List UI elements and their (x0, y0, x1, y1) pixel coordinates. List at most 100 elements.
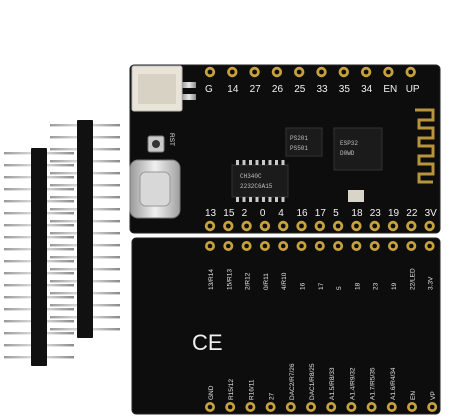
chip-pin (249, 160, 252, 165)
pin-label: G (205, 84, 213, 95)
back-pin-label: 19 (391, 282, 398, 290)
pin-hole (268, 404, 273, 410)
ch340-pins (236, 160, 285, 202)
ce-mark: CE (192, 330, 223, 355)
pin-label: 4 (278, 208, 284, 219)
reg-line1: PS201 (290, 135, 308, 142)
pin-hole (341, 69, 347, 75)
chip-pin (268, 197, 272, 202)
pin-hole (408, 223, 414, 229)
pin-header-left (4, 148, 74, 366)
pin-hole (369, 404, 374, 410)
back-pin-label: 18 (354, 282, 361, 290)
pin-hole (229, 69, 235, 75)
back-pin-label: 17 (318, 282, 325, 290)
rst-label: RST (168, 133, 175, 146)
pin-hole (408, 69, 414, 75)
back-pin-label: 22/LED (409, 268, 416, 290)
pin-hole (328, 404, 334, 410)
chip-pin (249, 197, 252, 202)
antenna-trace (415, 108, 435, 184)
back-pin-label: DAC2/R7/26 (289, 363, 296, 400)
back-pin-label: 0/R11 (263, 273, 270, 290)
pin-hole (354, 243, 359, 249)
chip-pin (275, 197, 278, 202)
pin-hole (225, 223, 231, 229)
pin-hole (335, 243, 341, 249)
chip-pin (255, 197, 259, 202)
battery-connector-slot (138, 74, 176, 104)
pin-label: 33 (317, 84, 329, 95)
pin-hole (207, 243, 213, 249)
pin-label: 13 (205, 208, 217, 219)
pin-label: 34 (361, 84, 373, 95)
back-pin-label: R16/11 (248, 379, 255, 400)
front-board: RST CH340C 2232C6A15 PS201 PS501 ESP32 D… (129, 64, 441, 234)
pin-hole (409, 243, 414, 249)
pin-header-right (50, 120, 120, 338)
pin-hole (207, 69, 213, 75)
back-pcb (131, 237, 441, 415)
reset-button-cap (152, 140, 160, 148)
pin-label: 2 (242, 208, 248, 219)
pin-hole (262, 243, 268, 249)
pin-label: 16 (297, 208, 309, 219)
back-pin-label: A1.7/R5/35 (370, 367, 377, 400)
pin-hole (317, 243, 323, 249)
back-pin-label: 4/R10 (281, 272, 288, 290)
pin-label: 18 (351, 208, 363, 219)
esp-line1: ESP32 (340, 140, 358, 147)
back-pin-label: 16 (300, 282, 307, 290)
pin-label: 3V (425, 208, 438, 219)
pin-hole (386, 69, 391, 75)
pin-hole (308, 404, 314, 410)
pin-hole (427, 223, 432, 229)
pin-label: UP (406, 84, 420, 95)
pin-hole (244, 243, 249, 249)
back-pin-label: A1.6/R4/34 (390, 367, 397, 400)
pin-hole (349, 404, 354, 410)
back-pin-label: A1.4/R9/32 (349, 367, 356, 400)
ch340-line1: CH340C (240, 173, 262, 180)
pin-label: 26 (272, 84, 284, 95)
chip-pin (281, 160, 285, 165)
chip-pin (262, 197, 265, 202)
pin-hole (226, 243, 231, 249)
pin-hole (207, 223, 213, 229)
chip-pin (255, 160, 259, 165)
pin-label: EN (383, 84, 397, 95)
pin-hole (227, 404, 233, 410)
pin-hole (274, 69, 280, 75)
ch340-line2: 2232C6A15 (240, 183, 273, 190)
back-pin-label: R15/12 (228, 379, 235, 400)
pin-hole (389, 404, 395, 410)
back-top-pads (205, 241, 435, 251)
pin-hole (207, 404, 213, 410)
pin-label: 15 (223, 208, 235, 219)
pin-hole (319, 69, 324, 75)
chip-pin (281, 197, 285, 202)
back-pin-label: GND (208, 385, 215, 400)
esp-line2: D0WD (340, 150, 355, 157)
pin-label: 35 (339, 84, 351, 95)
pin-hole (372, 243, 378, 249)
pin-hole (372, 223, 378, 229)
pin-hole (429, 404, 435, 410)
back-pin-label: DAC1/R8/25 (309, 363, 316, 400)
back-pin-label: VP (430, 391, 437, 400)
ch340-chip (231, 164, 289, 198)
reg-line2: PS501 (290, 145, 308, 152)
pin-label: 19 (388, 208, 400, 219)
usb-c-port (139, 171, 171, 207)
back-bottom-pads (205, 402, 438, 412)
pin-hole (262, 223, 268, 229)
crystal (348, 190, 364, 202)
pin-hole (335, 223, 341, 229)
pin-hole (288, 404, 294, 410)
